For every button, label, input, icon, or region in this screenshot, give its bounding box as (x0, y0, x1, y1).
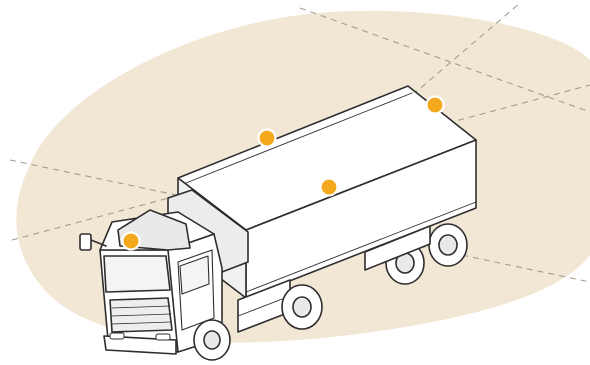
sensor-box-rear-corner (427, 97, 444, 114)
wheel-hub (293, 297, 311, 317)
sensor-box-left-top-edge (259, 130, 276, 147)
windshield (104, 256, 170, 292)
front-wheel (194, 320, 230, 360)
sensor-cab-roof (123, 233, 140, 250)
sensor-box-right-top-edge (321, 179, 338, 196)
headlight (110, 333, 124, 339)
headlight (156, 334, 170, 340)
wheel-hub (439, 235, 457, 255)
wheel-hub (204, 331, 220, 349)
mirror (80, 234, 91, 250)
mid-wheel (282, 285, 322, 329)
